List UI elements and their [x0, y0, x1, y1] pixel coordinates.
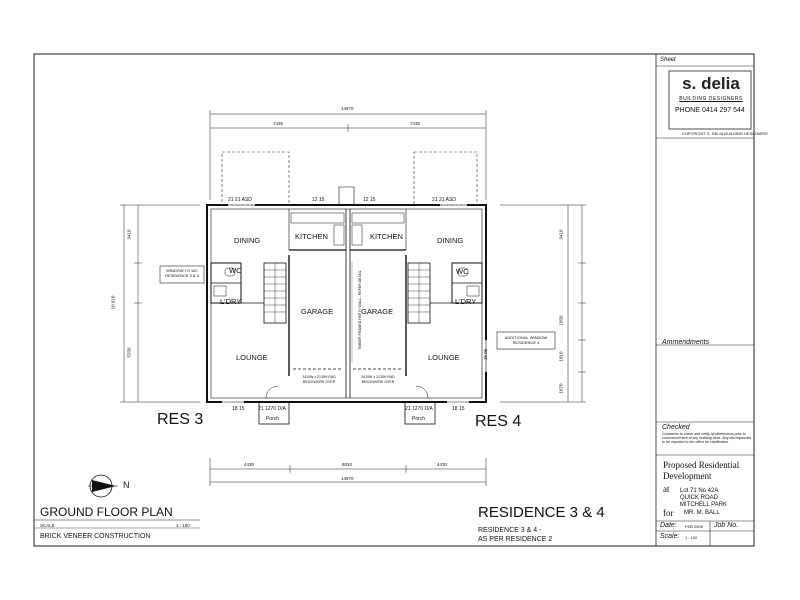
checked-note: Contractor to check and verify all dimen… — [662, 432, 752, 445]
checked-label: Checked — [662, 424, 690, 431]
room-lounge-left: LOUNGE — [236, 353, 268, 362]
window-dim-6: 18 15 — [452, 406, 465, 412]
dim-right-c: 1810 — [558, 351, 564, 362]
company-subtitle: BUILDING DESIGNERS — [679, 96, 743, 102]
outdoor-area-dashed — [221, 151, 478, 206]
room-porch-left: Porch — [266, 416, 280, 422]
dim-bottom-3: 4430 — [437, 462, 448, 467]
dim-overall-bottom: 14870 — [341, 476, 354, 481]
window-dim-7: 18 06 — [483, 348, 489, 361]
room-garage-right: GARAGE — [361, 307, 394, 316]
sheet-label: Sheet — [660, 57, 676, 63]
north-arrow-icon — [88, 474, 118, 498]
date-label: Date: — [660, 522, 677, 529]
address-line-2: QUICK ROAD — [680, 495, 719, 501]
scale-label-block: Scale: — [660, 533, 680, 540]
dim-bottom-1: 4430 — [244, 462, 255, 467]
room-laundry-right: L'DRY — [455, 297, 477, 306]
garage-opening-right: 2410W x 2130H RAD BRICKWORK OVER — [361, 375, 395, 384]
address-block: Lot 71 No 42A QUICK ROAD MITCHELL PARK — [680, 488, 727, 509]
dim-right-b: 1850 — [558, 315, 564, 326]
dimension-lines — [120, 110, 586, 486]
dim-left-overall: 10 910 — [110, 295, 116, 310]
address-line-1: Lot 71 No 42A — [680, 488, 719, 494]
room-porch-right: Porch — [412, 416, 426, 422]
dim-left-a: 3410 — [126, 229, 132, 240]
room-dining-left: DINING — [234, 236, 261, 245]
building-outline — [206, 186, 488, 425]
dim-half-right: 7435 — [410, 121, 421, 126]
note-box-left — [159, 265, 205, 284]
north-label: N — [123, 480, 130, 490]
window-dim-5: 18 15 — [232, 406, 245, 412]
project-title: Proposed Residential Development — [663, 460, 740, 481]
room-wc-left: WC — [229, 266, 242, 275]
job-number-label: Job No. — [714, 522, 739, 529]
window-dim-3: 12 15 — [363, 197, 376, 203]
window-note-right: ADDITIONAL WINDOW RESIDENCE 4 — [504, 335, 548, 345]
residence-note-1: RESIDENCE 3 & 4 - — [478, 527, 542, 534]
plan-title: GROUND FLOOR PLAN — [40, 505, 173, 519]
dim-overall-top: 14870 — [341, 106, 354, 111]
dim-right-d: 1870 — [558, 383, 564, 394]
dim-half-left: 7435 — [273, 121, 284, 126]
porch-door-left: 21 1270 D/A — [258, 406, 286, 412]
scale-value-block: 1 : 100 — [685, 535, 698, 540]
sheet-border — [33, 53, 755, 547]
room-wc-right: WC — [456, 267, 469, 276]
window-note-left: WINDOW TO WC RESIDENCE 3 & 4 — [165, 268, 199, 278]
phone-number: 0414 297 544 — [702, 107, 745, 114]
res4-label: RES 4 — [475, 413, 522, 430]
residence-title: RESIDENCE 3 & 4 — [478, 504, 605, 521]
plan-scale-label: SCALE — [40, 523, 55, 528]
at-label: at — [663, 484, 670, 494]
dim-left-b: 5330 — [126, 347, 132, 358]
room-kitchen-left: KITCHEN — [295, 232, 328, 241]
room-laundry-left: L'DRY — [220, 297, 242, 306]
room-dining-right: DINING — [437, 236, 464, 245]
room-lounge-right: LOUNGE — [428, 353, 460, 362]
client-name: MR. M. BALL — [684, 510, 720, 516]
residence-note-2: AS PER RESIDENCE 2 — [478, 536, 553, 543]
company-logo: s. delia — [682, 74, 740, 93]
copyright-text: COPYRIGHT S. DELIA BUILDING DESIGNERS — [682, 131, 768, 136]
date-value: FEB 2008 — [685, 524, 703, 529]
dim-right-a: 3410 — [558, 229, 564, 240]
note-box-right — [496, 331, 556, 350]
dim-bottom-2: 6010 — [342, 462, 353, 467]
garage-opening-left: 2410W x 2130H RAD BRICKWORK OVER — [302, 375, 336, 384]
window-dim-2: 12 15 — [312, 197, 325, 203]
window-dim-4: 21 21 ASD — [432, 197, 456, 203]
window-dim-1: 21 21 ASD — [228, 197, 252, 203]
amendments-label: Ammendments — [662, 339, 710, 346]
porch-door-right: 21 1270 D/A — [405, 406, 433, 412]
address-line-3: MITCHELL PARK — [680, 502, 728, 508]
for-label: for — [663, 508, 674, 518]
construction-note: BRICK VENEER CONSTRUCTION — [40, 533, 151, 540]
plan-scale-value: 1 : 100 — [176, 523, 190, 528]
res3-label: RES 3 — [157, 411, 204, 428]
phone-label: PHONE — [675, 107, 700, 114]
room-garage-left: GARAGE — [301, 307, 334, 316]
room-kitchen-right: KITCHEN — [370, 232, 403, 241]
